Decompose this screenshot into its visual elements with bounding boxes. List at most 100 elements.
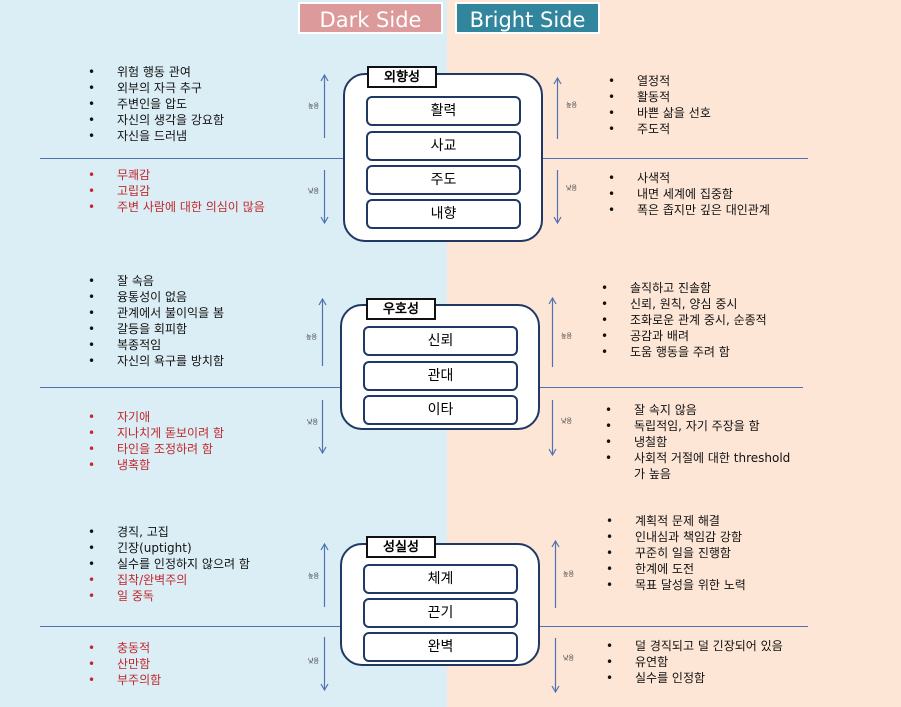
list-item: 공감과 배려 — [601, 328, 881, 344]
trait-title: 외향성 — [367, 66, 437, 88]
down-arrow-icon — [318, 400, 327, 454]
facet-box: 관대 — [363, 361, 518, 391]
dark-high-list-1: 위험 행동 관여 외부의 자극 추구 주변인을 압도 자신의 생각을 강요함 자… — [88, 64, 308, 144]
level-low-label: 낮음 — [566, 185, 578, 192]
facet-box: 활력 — [366, 96, 521, 126]
bright-low-list-3: 덜 경직되고 덜 긴장되어 있음 유연함 실수를 인정함 — [606, 638, 806, 686]
list-item: 산만함 — [88, 656, 288, 672]
list-item: 독립적임, 자기 주장을 함 — [605, 418, 795, 434]
list-item: 위험 행동 관여 — [88, 64, 308, 80]
dark-low-list-1: 무쾌감 고립감 주변 사람에 대한 의심이 많음 — [88, 167, 293, 215]
list-item: 유연함 — [606, 654, 806, 670]
list-item: 실수를 인정하지 않으려 함 — [88, 556, 318, 572]
facet-box: 신뢰 — [363, 326, 518, 356]
list-item: 폭은 좁지만 깊은 대인관계 — [608, 202, 878, 218]
dark-high-list-3: 경직, 고집 긴장(uptight) 실수를 인정하지 않으려 함 집착/완벽주… — [88, 524, 318, 604]
list-item: 덜 경직되고 덜 긴장되어 있음 — [606, 638, 806, 654]
list-item: 주도적 — [608, 121, 808, 137]
bright-side-title: Bright Side — [455, 2, 600, 34]
dark-high-list-2: 잘 속음 융통성이 없음 관계에서 불이익을 봄 갈등을 회피함 복종적임 자신… — [88, 273, 308, 369]
list-item: 활동적 — [608, 89, 808, 105]
list-item: 관계에서 불이익을 봄 — [88, 305, 308, 321]
level-high-label: 높음 — [308, 573, 320, 580]
list-item: 자기애 — [88, 409, 308, 425]
list-item: 잘 속지 않음 — [605, 402, 795, 418]
level-low-label: 낮음 — [308, 188, 320, 195]
list-item: 사색적 — [608, 170, 878, 186]
list-item: 꾸준히 일을 진행함 — [606, 545, 826, 561]
down-arrow-icon — [320, 637, 329, 691]
dark-low-list-2: 자기애 지나치게 돋보이려 함 타인을 조정하려 함 냉혹함 — [88, 409, 308, 473]
list-item: 집착/완벽주의 — [88, 572, 318, 588]
facet-box: 이타 — [363, 395, 518, 425]
list-item: 무쾌감 — [88, 167, 293, 183]
bright-high-list-2: 솔직하고 진솔함 신뢰, 원칙, 양심 중시 조화로운 관계 중시, 순종적 공… — [601, 280, 881, 360]
list-item: 한계에 도전 — [606, 561, 826, 577]
level-high-label: 높음 — [563, 571, 575, 578]
list-item: 지나치게 돋보이려 함 — [88, 425, 308, 441]
up-arrow-icon — [548, 297, 557, 367]
up-arrow-icon — [320, 543, 329, 607]
list-item: 긴장(uptight) — [88, 540, 318, 556]
list-item: 목표 달성을 위한 노력 — [606, 577, 826, 593]
bright-high-list-3: 계획적 문제 해결 인내심과 책임감 강함 꾸준히 일을 진행함 한계에 도전 … — [606, 513, 826, 593]
list-item: 자신의 욕구를 방치함 — [88, 353, 308, 369]
list-item: 충동적 — [88, 640, 288, 656]
list-item: 냉철함 — [605, 434, 795, 450]
list-item: 계획적 문제 해결 — [606, 513, 826, 529]
list-item: 내면 세계에 집중함 — [608, 186, 878, 202]
level-low-label: 낮음 — [307, 419, 319, 426]
up-arrow-icon — [318, 298, 327, 366]
down-arrow-icon — [320, 170, 329, 224]
facet-box: 사교 — [366, 131, 521, 161]
list-item: 인내심과 책임감 강함 — [606, 529, 826, 545]
list-item: 주변인을 압도 — [88, 96, 308, 112]
list-item: 냉혹함 — [88, 457, 308, 473]
level-high-label: 높음 — [566, 102, 578, 109]
bright-low-list-1: 사색적 내면 세계에 집중함 폭은 좁지만 깊은 대인관계 — [608, 170, 878, 218]
level-high-label: 높음 — [306, 334, 318, 341]
list-item: 잘 속음 — [88, 273, 308, 289]
level-high-label: 높음 — [308, 103, 320, 110]
list-item: 바쁜 삶을 선호 — [608, 105, 808, 121]
down-arrow-icon — [553, 170, 562, 224]
facet-box: 끈기 — [363, 598, 518, 628]
trait-title: 우호성 — [366, 298, 436, 320]
bright-low-list-2: 잘 속지 않음 독립적임, 자기 주장을 함 냉철함 사회적 거절에 대한 th… — [605, 402, 795, 482]
list-item: 부주의함 — [88, 672, 288, 688]
level-low-label: 낮음 — [308, 658, 320, 665]
list-item: 융통성이 없음 — [88, 289, 308, 305]
list-item: 도움 행동을 주려 함 — [601, 344, 881, 360]
up-arrow-icon — [320, 74, 329, 138]
up-arrow-icon — [553, 77, 562, 139]
list-item: 열정적 — [608, 73, 808, 89]
dark-low-list-3: 충동적 산만함 부주의함 — [88, 640, 288, 688]
list-item: 타인을 조정하려 함 — [88, 441, 308, 457]
list-item: 사회적 거절에 대한 threshold 가 높음 — [605, 450, 795, 482]
list-item: 복종적임 — [88, 337, 308, 353]
level-low-label: 낮음 — [563, 655, 575, 662]
facet-box: 내향 — [366, 199, 521, 229]
list-item: 경직, 고집 — [88, 524, 318, 540]
list-item: 일 중독 — [88, 588, 318, 604]
level-low-label: 낮음 — [561, 418, 573, 425]
list-item: 솔직하고 진솔함 — [601, 280, 881, 296]
facet-box: 체계 — [363, 564, 518, 594]
list-item: 신뢰, 원칙, 양심 중시 — [601, 296, 881, 312]
list-item: 고립감 — [88, 183, 293, 199]
list-item: 조화로운 관계 중시, 순종적 — [601, 312, 881, 328]
dark-side-title: Dark Side — [298, 2, 443, 34]
list-item: 주변 사람에 대한 의심이 많음 — [88, 199, 293, 215]
up-arrow-icon — [551, 540, 560, 608]
down-arrow-icon — [548, 400, 557, 456]
list-item: 자신의 생각을 강요함 — [88, 112, 308, 128]
trait-title: 성실성 — [366, 536, 436, 558]
list-item: 외부의 자극 추구 — [88, 80, 308, 96]
list-item: 자신을 드러냄 — [88, 128, 308, 144]
facet-box: 완벽 — [363, 632, 518, 662]
facet-box: 주도 — [366, 165, 521, 195]
bright-high-list-1: 열정적 활동적 바쁜 삶을 선호 주도적 — [608, 73, 808, 137]
list-item: 갈등을 회피함 — [88, 321, 308, 337]
list-item: 실수를 인정함 — [606, 670, 806, 686]
down-arrow-icon — [551, 638, 560, 693]
